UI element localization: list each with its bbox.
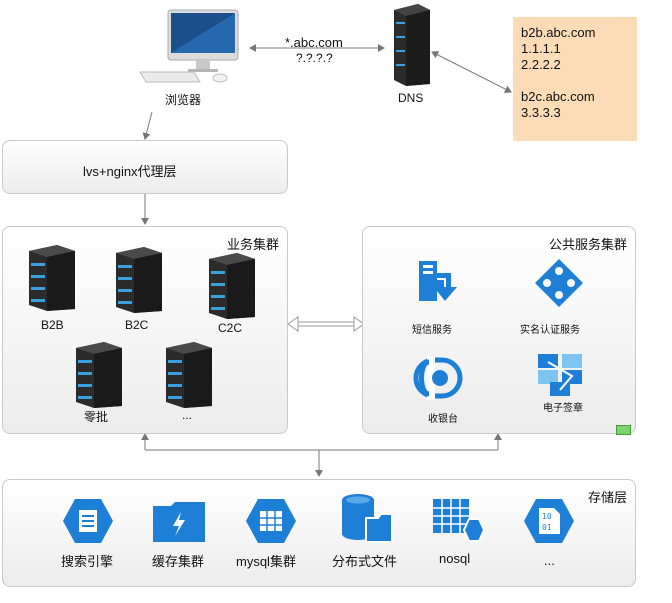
server-lingpi-icon <box>76 342 122 408</box>
binary-data-icon: 10 01 <box>524 499 574 543</box>
status-indicator <box>616 425 631 435</box>
cashier-label: 收银台 <box>428 414 458 425</box>
server-label-more: ... <box>182 408 193 422</box>
b2c-ip: 3.3.3.3 <box>521 105 561 120</box>
mysql-cluster-icon <box>246 499 296 543</box>
server-b2b-icon <box>29 245 75 311</box>
server-label-lingpi: 零批 <box>84 410 109 424</box>
identity-verification-icon <box>535 259 583 307</box>
storage-label-mysql: mysql集群 <box>236 554 296 569</box>
browser-proxy-line <box>142 111 153 140</box>
e-signature-icon <box>538 354 582 396</box>
b2b-domain: b2b.abc.com <box>521 25 596 40</box>
e-signature-label: 电子签章 <box>543 403 583 414</box>
proxy-layer-label: lvs+nginx代理层 <box>83 164 177 179</box>
server-label-c2c: C2C <box>218 321 243 335</box>
storage-label-more: ... <box>544 553 555 568</box>
public-services-title: 公共服务集群 <box>548 237 627 252</box>
b2b-ip-2: 2.2.2.2 <box>521 57 561 72</box>
server-more-icon <box>166 342 212 408</box>
sms-service-icon <box>419 261 457 301</box>
storage-label-search: 搜索引擎 <box>61 554 114 569</box>
identity-verification-label: 实名认证服务 <box>520 325 580 336</box>
cashier-icon <box>413 356 463 400</box>
svg-text:01: 01 <box>542 523 552 532</box>
svg-text:10: 10 <box>542 512 552 521</box>
server-b2c-icon <box>116 247 162 313</box>
business-cluster-title: 业务集群 <box>226 237 279 252</box>
nosql-icon <box>433 499 485 542</box>
server-c2c-icon <box>209 253 255 319</box>
dns-server-icon <box>394 4 430 86</box>
request-ip: ?.?.?.? <box>296 51 333 65</box>
storage-layer-title: 存储层 <box>587 490 627 505</box>
server-label-b2b: B2B <box>41 318 64 332</box>
request-domain: *.abc.com <box>285 35 343 50</box>
proxy-layer-panel: lvs+nginx代理层 <box>2 140 288 194</box>
dns-label: DNS <box>398 91 424 105</box>
dns-records-note: b2b.abc.com 1.1.1.1 2.2.2.2 b2c.abc.com … <box>513 17 637 141</box>
sms-service-label: 短信服务 <box>412 325 452 336</box>
cache-cluster-icon <box>153 502 205 542</box>
storage-label-dfs: 分布式文件 <box>332 554 398 569</box>
browser-label: 浏览器 <box>165 93 202 107</box>
b2c-domain: b2c.abc.com <box>521 89 595 104</box>
public-services-panel: 公共服务集群 <box>362 226 636 435</box>
dns-records-line <box>431 51 512 93</box>
browser-computer-icon <box>139 9 239 83</box>
distributed-file-icon <box>342 494 393 543</box>
b2b-ip-1: 1.1.1.1 <box>521 41 561 56</box>
server-label-b2c: B2C <box>125 318 149 332</box>
storage-label-nosql: nosql <box>439 551 471 566</box>
search-engine-icon <box>63 499 113 543</box>
storage-label-cache: 缓存集群 <box>152 554 205 569</box>
storage-layer-panel: 存储层 <box>2 479 636 587</box>
